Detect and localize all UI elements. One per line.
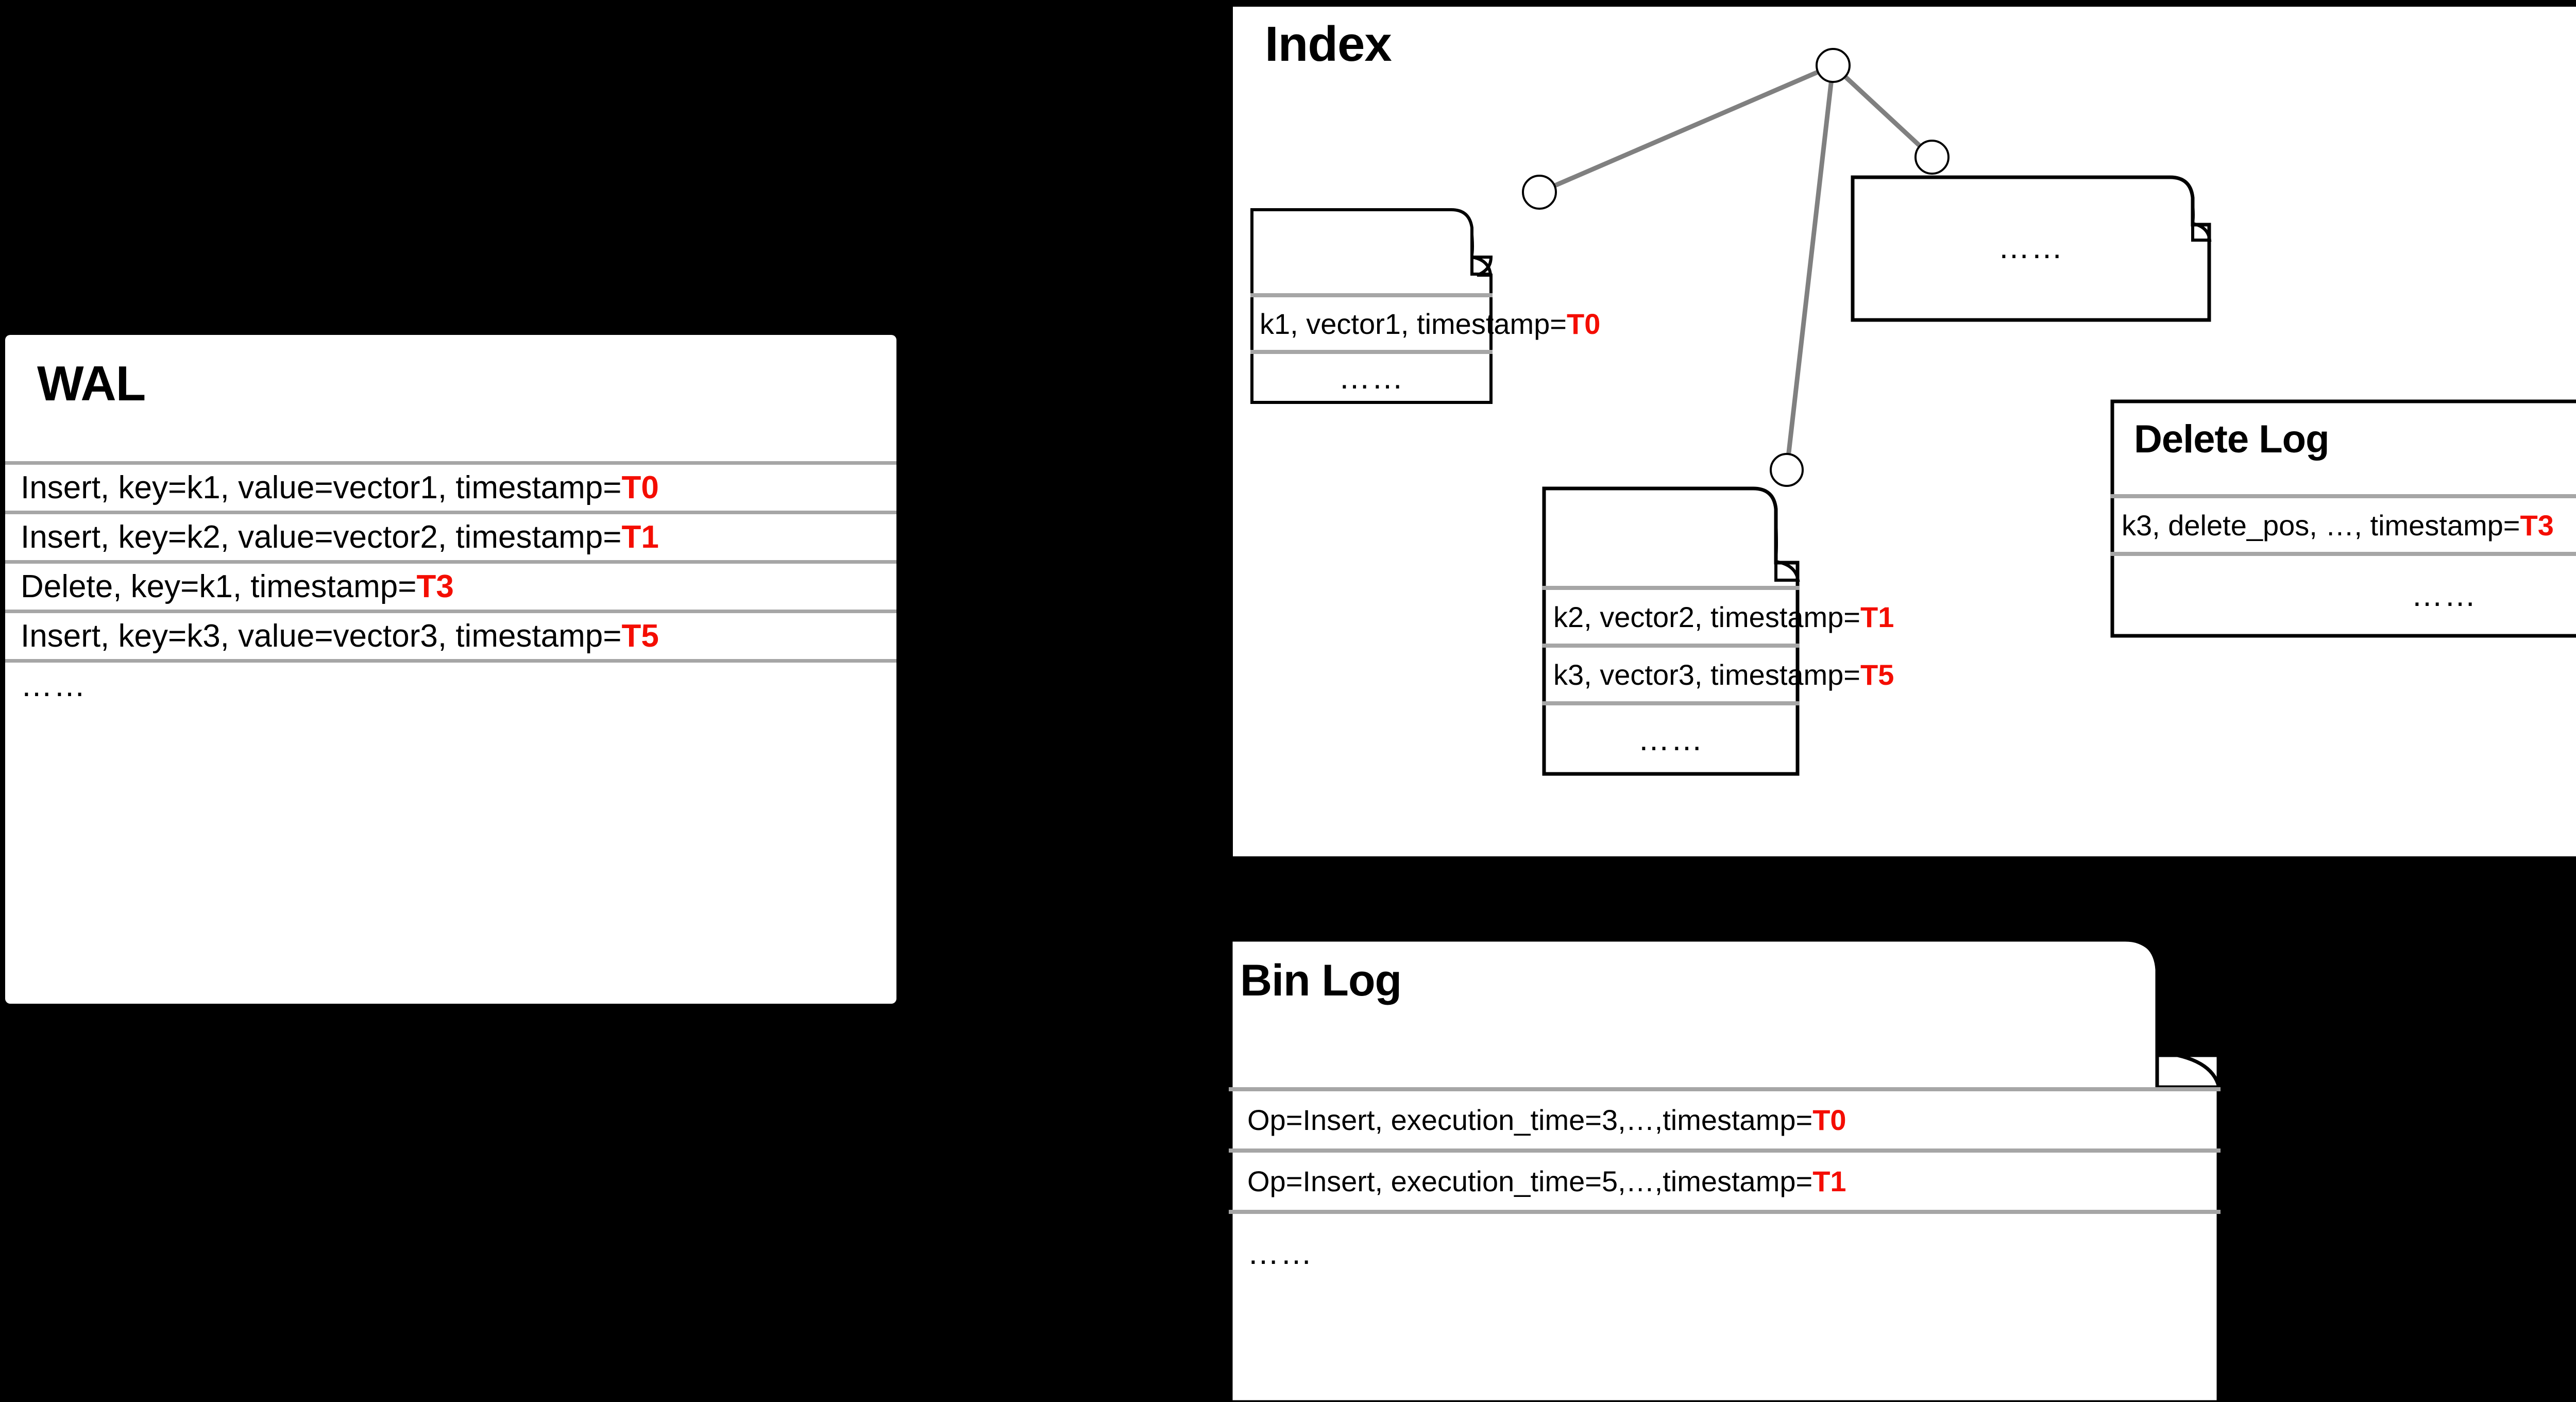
index-leaf-k2-row-ellipsis: ……	[1542, 701, 1800, 773]
delete-log-row-text: k3, delete_pos, …, timestamp=	[2122, 509, 2520, 542]
index-leaf-k1-ellipsis-text: ……	[1338, 360, 1404, 396]
bin-log-rows: Op=Insert, execution_time=3,…,timestamp=…	[1229, 938, 2221, 1402]
wal-row: Delete, key=k1, timestamp=T3	[5, 560, 896, 610]
wal-row: Insert, key=k3, value=vector3, timestamp…	[5, 610, 896, 659]
wal-row-text: Insert, key=k2, value=vector2, timestamp…	[21, 519, 622, 555]
wal-row-text: Insert, key=k3, value=vector3, timestamp…	[21, 618, 622, 654]
delete-log-row: k3, delete_pos, …, timestamp=T3	[2110, 494, 2576, 552]
index-leaf-k2-row-timestamp: T1	[1860, 600, 1894, 633]
document-outline-icon	[2110, 399, 2576, 638]
index-leaf-k2-row-text: k2, vector2, timestamp=	[1553, 600, 1861, 633]
index-leaf-k2-ellipsis-text: ……	[1638, 721, 1704, 757]
bin-log-row-ellipsis: ……	[1229, 1210, 2221, 1292]
document-outline-icon	[1851, 175, 2212, 322]
index-leaf-right: ……	[1851, 175, 2212, 322]
delete-log-row-timestamp: T3	[2520, 509, 2554, 542]
wal-row-timestamp: T1	[621, 519, 659, 555]
index-leaf-k3-row: k3, vector3, timestamp=T5	[1542, 644, 1894, 701]
index-title: Index	[1265, 16, 1392, 72]
wal-row-timestamp: T5	[621, 618, 659, 654]
bin-log-row-text: Op=Insert, execution_time=5,…,timestamp=	[1247, 1165, 1813, 1197]
bin-log-row-timestamp: T0	[1812, 1104, 1846, 1136]
bin-log-panel: Bin Log Op=Insert, execution_time=3,…,ti…	[1229, 938, 2222, 1402]
delete-log-title: Delete Log	[2134, 417, 2329, 461]
index-leaf-k1-row-ellipsis: ……	[1250, 350, 1493, 401]
wal-row-ellipsis: ……	[5, 659, 896, 708]
index-leaf-k2-rows: k2, vector2, timestamp=T1 k3, vector3, t…	[1542, 486, 1894, 776]
document-outline-icon	[1250, 208, 1493, 404]
delete-log-rows: k3, delete_pos, …, timestamp=T3 ……	[2110, 399, 2576, 638]
index-leaf-k1-row: k1, vector1, timestamp=T0	[1250, 293, 1600, 350]
delete-log-row-ellipsis: ……	[2110, 552, 2576, 634]
bin-log-row-timestamp: T1	[1812, 1165, 1846, 1197]
index-tree-bottom-node[interactable]	[1770, 453, 1804, 487]
wal-title: WAL	[37, 356, 146, 411]
delete-log-panel: Delete Log k3, delete_pos, …, timestamp=…	[2110, 399, 2576, 638]
index-leaf-right-rows: ……	[1851, 175, 2211, 322]
bin-log-row: Op=Insert, execution_time=3,…,timestamp=…	[1229, 1087, 2221, 1148]
index-leaf-k1-row-timestamp: T0	[1567, 307, 1601, 340]
wal-ellipsis-text: ……	[21, 668, 87, 703]
document-outline-icon	[1229, 938, 2222, 1402]
bin-log-title: Bin Log	[1240, 956, 1402, 1005]
bin-log-ellipsis-text: ……	[1247, 1235, 1313, 1271]
wal-row: Insert, key=k2, value=vector2, timestamp…	[5, 511, 896, 560]
index-leaf-right-ellipsis-text: ……	[1998, 230, 2064, 265]
wal-row-timestamp: T3	[416, 569, 454, 604]
index-tree-edges	[1538, 63, 1934, 471]
wal-row-timestamp: T0	[621, 470, 659, 505]
index-tree-left-node[interactable]	[1522, 175, 1557, 210]
wal-row-text: Delete, key=k1, timestamp=	[21, 569, 417, 604]
index-leaf-k1-rows: k1, vector1, timestamp=T0 ……	[1250, 208, 1600, 404]
wal-row: Insert, key=k1, value=vector1, timestamp…	[5, 461, 896, 511]
bin-log-row: Op=Insert, execution_time=5,…,timestamp=…	[1229, 1148, 2221, 1210]
wal-panel: WAL Insert, key=k1, value=vector1, times…	[5, 335, 896, 1004]
index-tree-root-node[interactable]	[1816, 48, 1851, 83]
index-leaf-k1: k1, vector1, timestamp=T0 ……	[1250, 208, 1600, 404]
index-leaf-k2: k2, vector2, timestamp=T1 k3, vector3, t…	[1542, 486, 1894, 776]
wal-row-text: Insert, key=k1, value=vector1, timestamp…	[21, 470, 622, 505]
index-tree-right-node[interactable]	[1914, 140, 1950, 175]
index-leaf-k3-row-text: k3, vector3, timestamp=	[1553, 658, 1861, 691]
index-leaf-k1-row-text: k1, vector1, timestamp=	[1260, 307, 1567, 340]
index-leaf-k2-row: k2, vector2, timestamp=T1	[1542, 586, 1894, 644]
wal-row-list: Insert, key=k1, value=vector1, timestamp…	[5, 461, 896, 708]
delete-log-ellipsis-text: ……	[2411, 577, 2477, 613]
index-leaf-k3-row-timestamp: T5	[1860, 658, 1894, 691]
bin-log-row-text: Op=Insert, execution_time=3,…,timestamp=	[1247, 1104, 1813, 1136]
